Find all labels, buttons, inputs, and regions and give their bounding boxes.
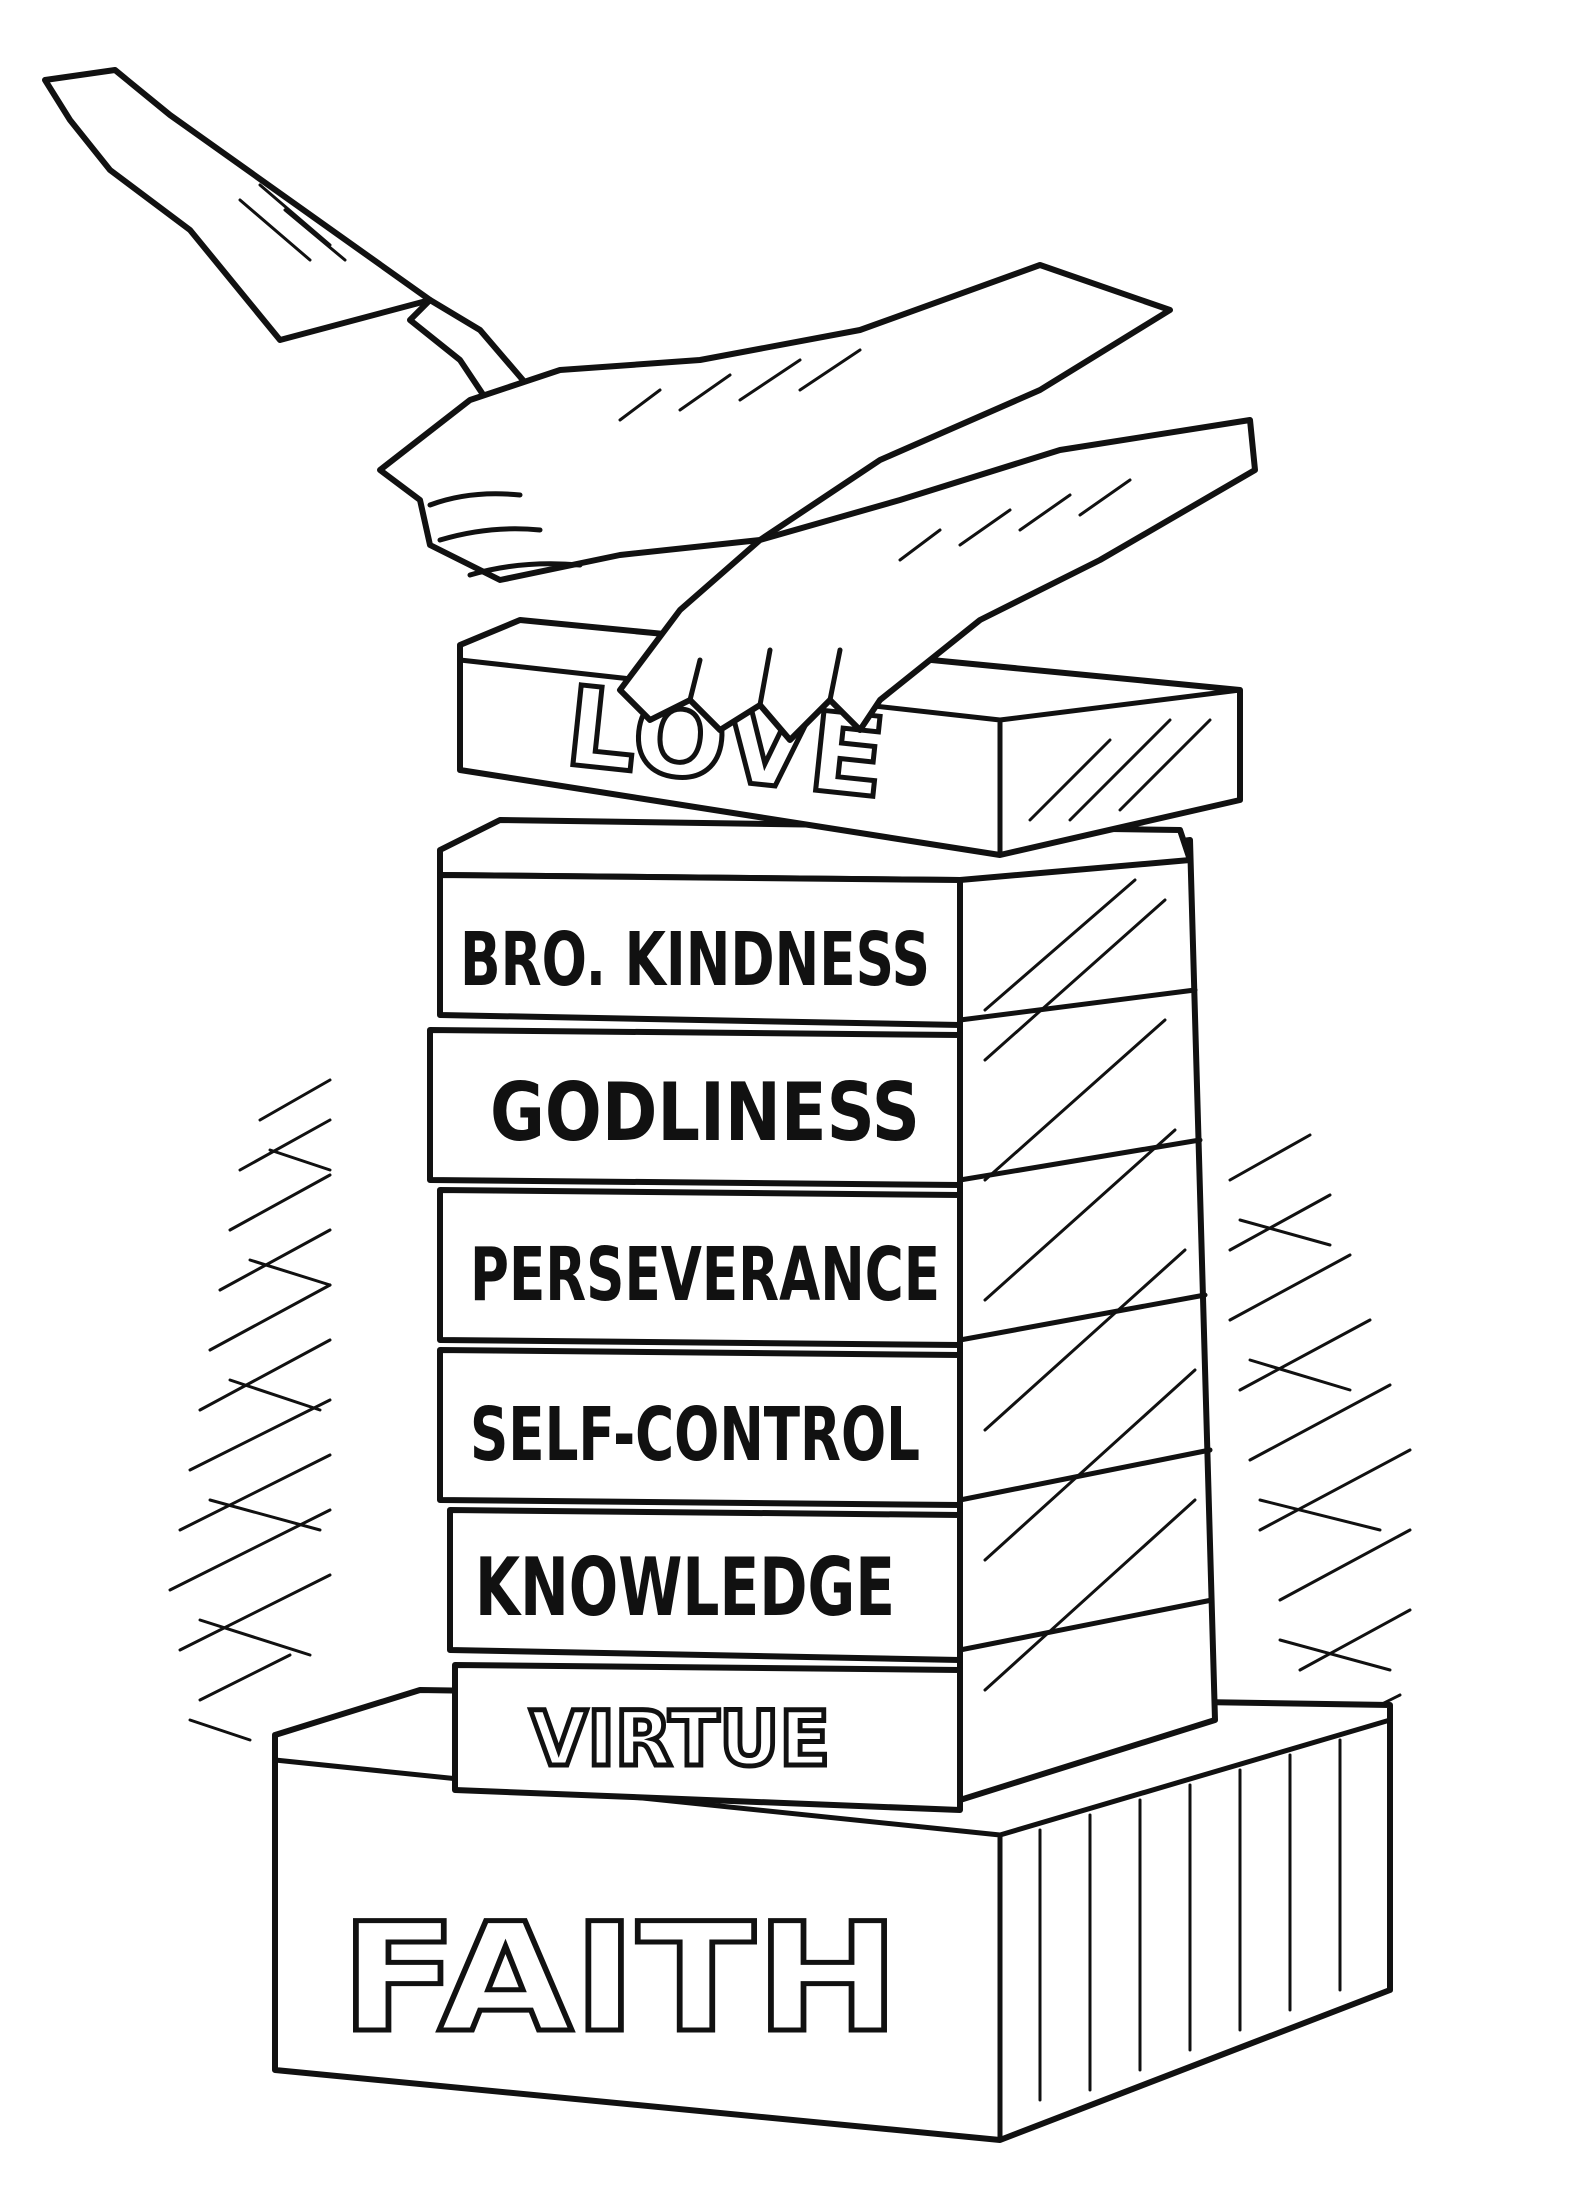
grass-hatching xyxy=(168,1078,1412,1812)
brick-label-faith: FAITH xyxy=(340,1892,900,2066)
brick-label-self-control: SELF-CONTROL xyxy=(470,1392,920,1478)
brick-label-godliness: GODLINESS xyxy=(490,1066,920,1159)
brick-label-perseverance: PERSEVERANCE xyxy=(470,1232,940,1318)
hand-placing-brick xyxy=(617,417,1258,743)
brick-label-knowledge: KNOWLEDGE xyxy=(475,1541,895,1634)
hand-with-trowel xyxy=(377,262,1173,583)
brick-label-brotherly-kindness: BRO. KINDNESS xyxy=(460,917,930,1003)
brick-stack: BRO. KINDNESS GODLINESS PERSEVERANCE SEL… xyxy=(427,817,1218,1813)
trowel-icon xyxy=(42,67,543,423)
brick-label-virtue: VIRTUE xyxy=(530,1694,830,1783)
